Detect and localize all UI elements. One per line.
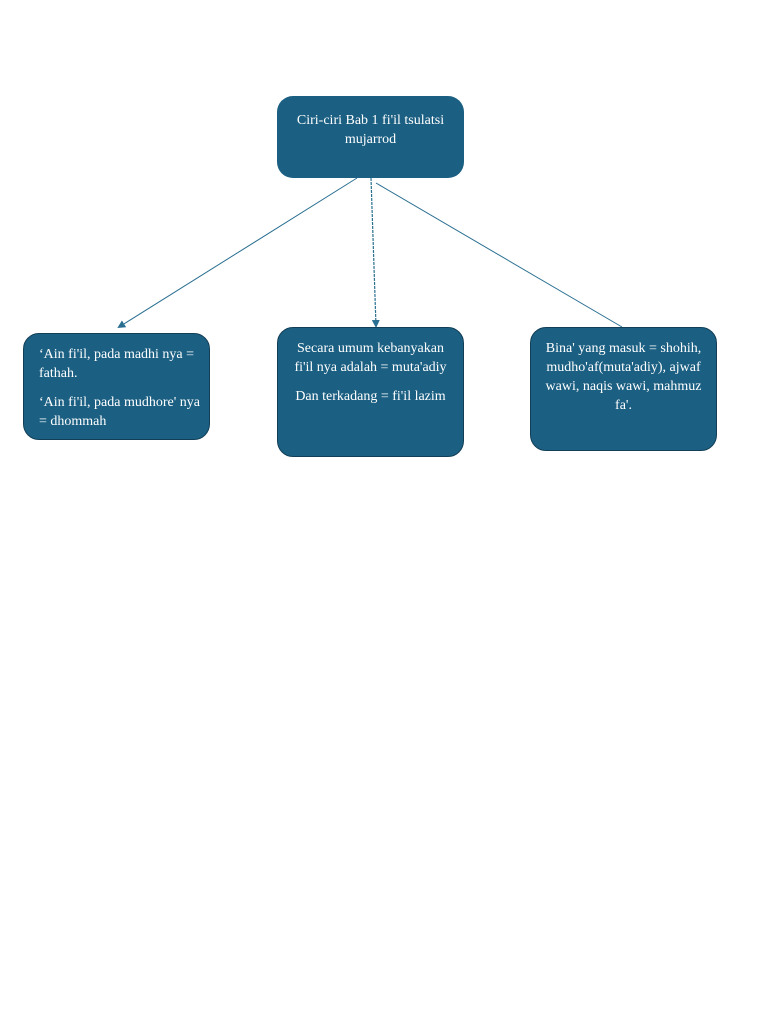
root-node: Ciri-ciri Bab 1 fi'il tsulatsi mujarrod bbox=[277, 96, 464, 178]
child-node-left-paragraph-2: ‘Ain fi'il, pada mudhore' nya = dhommah bbox=[39, 395, 200, 429]
child-node-left: ‘Ain fi'il, pada madhi nya = fathah. ‘Ai… bbox=[23, 333, 210, 440]
child-node-center-paragraph-2: Dan terkadang = fi'il lazim bbox=[295, 389, 446, 404]
connector-root-to-right bbox=[375, 182, 623, 328]
child-node-right-paragraph-1: Bina' yang masuk = shohih, mudho'af(muta… bbox=[545, 341, 702, 413]
connector-root-to-left bbox=[117, 177, 358, 329]
child-node-center: Secara umum kebanyakan fi'il nya adalah … bbox=[277, 327, 464, 457]
child-node-center-paragraph-1: Secara umum kebanyakan fi'il nya adalah … bbox=[294, 341, 447, 375]
root-node-text: Ciri-ciri Bab 1 fi'il tsulatsi mujarrod bbox=[296, 113, 445, 147]
child-node-left-paragraph-1: ‘Ain fi'il, pada madhi nya = fathah. bbox=[39, 347, 195, 381]
child-node-right: Bina' yang masuk = shohih, mudho'af(muta… bbox=[530, 327, 717, 451]
connector-root-to-center bbox=[370, 177, 380, 328]
